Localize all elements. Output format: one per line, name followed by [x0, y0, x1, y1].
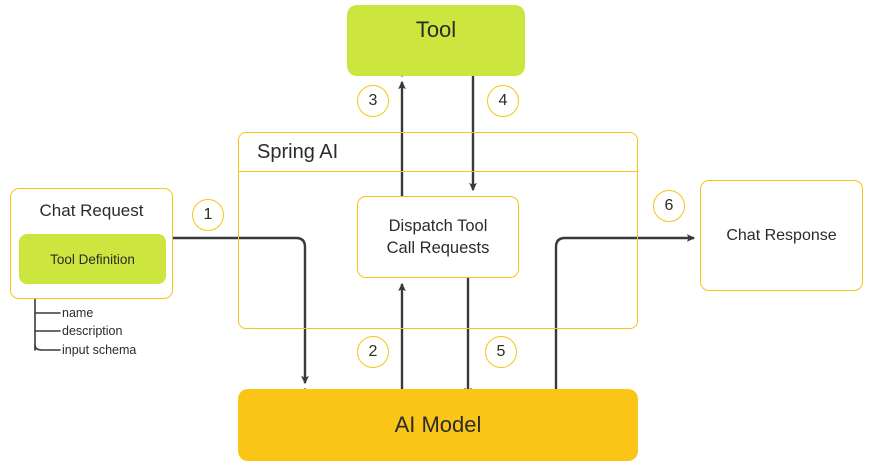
node-chat-request[interactable]: Chat Request Tool Definition	[10, 188, 173, 299]
tool-definition-field-input-schema: input schema	[62, 343, 137, 357]
step-badge-3-number: 3	[368, 92, 378, 109]
tool-definition-label: Tool Definition	[50, 251, 135, 267]
chat-request-title: Chat Request	[39, 201, 144, 220]
tool-definition-field-description: description	[62, 324, 123, 338]
step-badge-4: 4	[487, 85, 519, 117]
step-badge-6: 6	[653, 190, 685, 222]
node-dispatch-tool-call-requests[interactable]: Dispatch Tool Call Requests	[357, 196, 519, 278]
step-badge-2-number: 2	[368, 343, 378, 360]
node-chat-response-label: Chat Response	[726, 226, 837, 244]
step-badge-6-number: 6	[664, 197, 674, 214]
step-badge-5-number: 5	[496, 343, 506, 360]
node-tool-label: Tool	[415, 17, 457, 42]
step-badge-2: 2	[357, 336, 389, 368]
container-spring-ai: Spring AI	[238, 132, 638, 329]
dispatch-label-line1: Dispatch Tool	[388, 216, 488, 235]
step-badge-4-number: 4	[498, 92, 508, 109]
step-badge-1: 1	[192, 199, 224, 231]
node-ai-model[interactable]: AI Model	[238, 389, 638, 461]
spring-ai-header: Spring AI	[239, 133, 637, 172]
step-badge-5: 5	[485, 336, 517, 368]
tool-definition-field-name: name	[62, 306, 94, 320]
node-tool-definition[interactable]: Tool Definition	[19, 234, 166, 284]
node-ai-model-label: AI Model	[394, 412, 482, 437]
spring-ai-label: Spring AI	[257, 140, 339, 163]
tree-branch-input-schema	[34, 344, 61, 351]
node-chat-response[interactable]: Chat Response	[700, 180, 863, 291]
node-tool[interactable]: Tool	[347, 5, 525, 76]
dispatch-label-line2: Call Requests	[386, 239, 490, 257]
step-badge-1-number: 1	[203, 206, 213, 223]
step-badge-3: 3	[357, 85, 389, 117]
dispatch-label-wrapper: Dispatch Tool Call Requests	[387, 215, 490, 260]
